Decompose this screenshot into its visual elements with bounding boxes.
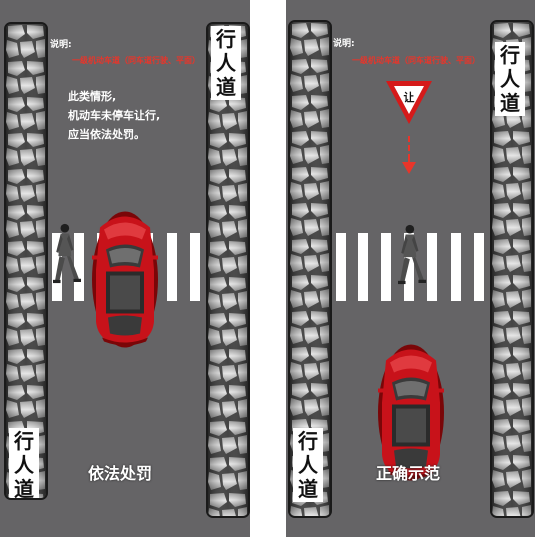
sidewalk-left: 行人道	[4, 22, 48, 500]
sidewalk-label: 行人道	[9, 428, 39, 498]
pedestrian-icon	[398, 224, 426, 285]
note-line: 应当依法处罚。	[68, 128, 145, 141]
car-icon	[92, 211, 158, 348]
note-title: 说明:	[50, 40, 72, 50]
sidewalk-right: 行人道	[490, 20, 534, 518]
note-lane-description: 一级机动车道（同车道行驶、平面）	[72, 56, 200, 65]
note-line: 此类情形,	[68, 90, 117, 103]
panel-divider	[250, 0, 286, 537]
down-arrow-icon	[402, 136, 416, 174]
sidewalk-label: 行人道	[293, 428, 323, 502]
caption-penalty: 依法处罚	[88, 464, 153, 483]
note-title: 说明:	[333, 39, 355, 49]
crosswalk-stripe	[474, 233, 484, 301]
crosswalk-stripe	[404, 233, 414, 301]
crosswalk-stripe	[190, 233, 200, 301]
crosswalk-stripe	[336, 233, 346, 301]
sidewalk-label: 行人道	[211, 26, 241, 100]
yield-sign-text: 让	[404, 90, 415, 104]
crosswalk-stripe	[358, 233, 368, 301]
crosswalk-stripe	[74, 233, 84, 301]
crosswalk	[336, 233, 486, 301]
note-body: 此类情形, 机动车未停车让行, 应当依法处罚。	[68, 87, 160, 144]
crosswalk-stripe	[451, 233, 461, 301]
right-panel: 行人道 行人道 说明: 一级机动车道（同车道行驶、平面） 让	[286, 0, 535, 537]
crosswalk-stripe	[427, 233, 437, 301]
note-lane-description: 一级机动车道（同车道行驶、平面）	[352, 56, 480, 65]
note-line: 机动车未停车让行,	[68, 109, 161, 122]
crosswalk-stripe	[52, 233, 62, 301]
crosswalk-stripe	[167, 233, 177, 301]
left-panel: 行人道 行人道 说明: 一级机动车道（同车道行驶、平面） 此类情形, 机动车未停…	[0, 0, 250, 537]
caption-correct-example: 正确示范	[376, 464, 441, 483]
sidewalk-right: 行人道	[206, 22, 250, 518]
sidewalk-left: 行人道	[288, 20, 332, 518]
pedestrian-icon	[53, 223, 81, 284]
crosswalk-stripe	[381, 233, 391, 301]
yield-sign-icon: 让	[386, 81, 432, 124]
sidewalk-label: 行人道	[495, 42, 525, 116]
